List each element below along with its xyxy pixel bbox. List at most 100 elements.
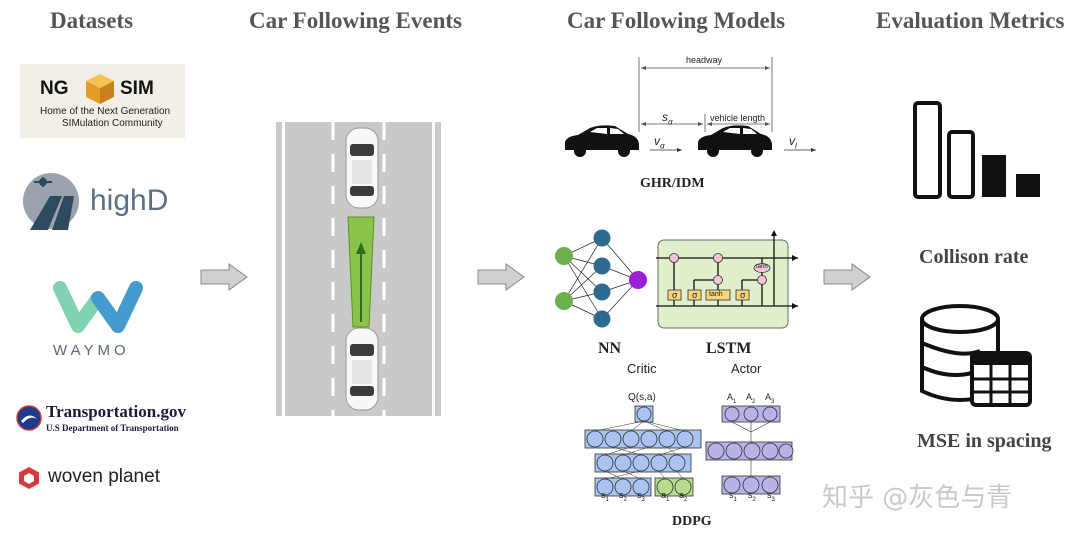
lead-car-icon <box>345 127 379 209</box>
ghr-v-sub: α <box>660 141 665 151</box>
ddpg-actor-network <box>705 405 794 495</box>
nn-input-node <box>555 292 573 310</box>
ghr-vehicle-length-label: vehicle length <box>710 113 766 123</box>
header-events: Car Following Events <box>249 8 462 33</box>
ddpg-critic-label: Critic <box>627 361 657 376</box>
ghr-idm-diagram <box>565 57 816 157</box>
ddpg-actor-output-3-sub: 3 <box>771 398 775 405</box>
nn-output-node <box>629 271 647 289</box>
ddpg-critic-input-5-sub: 2 <box>684 496 688 503</box>
ngsim-logo: NG SIM Home of the Next Generation SIMul… <box>20 64 185 138</box>
bar-chart-icon <box>913 101 1040 199</box>
follower-car-icon <box>345 327 379 411</box>
ddpg-critic-input-3: s3 <box>637 490 645 503</box>
lstm-tanh-node <box>753 263 771 273</box>
ddpg-actor-input-2-sym: s <box>748 490 753 500</box>
ddpg-actor-input-3: s3 <box>767 490 775 503</box>
woven-planet-name: woven planet <box>48 466 160 487</box>
ddpg-actor-output-3: A3 <box>765 392 774 405</box>
lstm-tanh-gate-label: tanh <box>709 291 723 298</box>
ghr-s-alpha-label: sα <box>662 110 673 126</box>
lstm-label: LSTM <box>706 340 752 357</box>
ddpg-actor-input-3-sym: s <box>767 490 772 500</box>
nn-label: NN <box>598 340 622 357</box>
ngsim-tagline-2: SIMulation Community <box>62 118 163 129</box>
waymo-icon <box>53 281 143 333</box>
ddpg-critic-input-4-sym: a <box>661 490 667 500</box>
ddpg-actor-input-1-sym: s <box>729 490 734 500</box>
lstm-sigma-3: σ <box>740 290 746 300</box>
ddpg-critic-input-1-sub: 1 <box>605 496 609 503</box>
ngsim-ng: NG <box>40 78 69 99</box>
ddpg-critic-input-3-sym: s <box>637 490 642 500</box>
arrow-datasets-to-events <box>200 263 248 291</box>
ghr-v-symbol: v <box>654 134 660 148</box>
ddpg-critic-input-5-sym: a <box>679 490 685 500</box>
ngsim-sim: SIM <box>120 78 154 99</box>
nn-input-node <box>555 247 573 265</box>
header-metrics: Evaluation Metrics <box>876 8 1065 33</box>
ddpg-critic-input-1: s1 <box>601 490 609 503</box>
ddpg-actor-output-3-sym: A <box>765 392 772 402</box>
ddpg-critic-input-2-sub: 2 <box>623 496 627 503</box>
ghr-vl-symbol: v <box>789 134 795 148</box>
ddpg-label: DDPG <box>672 514 712 529</box>
ddpg-actor-output-2: A2 <box>746 392 755 405</box>
nn-hidden-node <box>593 229 611 247</box>
ghr-vl-sub: l <box>795 141 797 151</box>
ngsim-cube-icon <box>86 74 114 104</box>
ddpg-actor-output-2-sym: A <box>746 392 753 402</box>
nn-hidden-node <box>593 310 611 328</box>
woven-planet-icon <box>19 467 39 489</box>
highd-name: highD <box>90 184 169 217</box>
ghr-s-sub: α <box>668 117 673 127</box>
metric-mse-label: MSE in spacing <box>917 430 1052 452</box>
ghr-s-symbol: s <box>662 110 668 124</box>
metric-collision-label: Collison rate <box>919 246 1029 268</box>
ddpg-critic-input-2-sym: s <box>619 490 624 500</box>
dot-seal-icon <box>16 405 42 431</box>
ddpg-critic-input-1-sym: s <box>601 490 606 500</box>
ddpg-critic-input-4-sub: 1 <box>666 496 670 503</box>
lstm-candidate-gate <box>705 289 731 301</box>
ddpg-critic-input-3-sub: 3 <box>641 496 645 503</box>
lstm-sigma-2: σ <box>692 290 698 300</box>
header-models: Car Following Models <box>567 8 786 33</box>
lstm-mult-node <box>713 275 723 285</box>
ghr-follower-car-icon <box>565 125 639 157</box>
database-table-icon <box>920 304 1032 407</box>
ddpg-actor-input-1-sub: 1 <box>733 496 737 503</box>
nn-diagram <box>555 229 647 328</box>
ddpg-critic-input-5: a2 <box>679 490 687 503</box>
ddpg-actor-output-2-sub: 2 <box>752 398 756 405</box>
lstm-output-gate <box>735 289 750 301</box>
ddpg-actor-output-1-sym: A <box>727 392 734 402</box>
ddpg-actor-label: Actor <box>731 361 762 376</box>
highd-icon <box>23 173 79 230</box>
lstm-mult-node <box>669 253 679 263</box>
ddpg-actor-input-1: s1 <box>729 490 737 503</box>
ddpg-critic-network <box>584 405 702 497</box>
lstm-tanh-node-label: tanh <box>756 264 768 270</box>
header-datasets: Datasets <box>50 8 134 33</box>
dot-subtitle: U.S Department of Transportation <box>46 423 179 433</box>
lstm-diagram <box>656 230 798 329</box>
ghr-v-alpha-label: vα <box>654 134 665 150</box>
nn-hidden-node <box>593 257 611 275</box>
ghr-v-l-label: vl <box>789 134 797 150</box>
road-scene <box>276 122 441 416</box>
ghr-idm-label: GHR/IDM <box>640 176 705 191</box>
ghr-headway-label: headway <box>686 55 723 65</box>
ddpg-actor-output-1-sub: 1 <box>733 398 737 405</box>
watermark: 知乎 @灰色与青 <box>822 483 1013 513</box>
lstm-input-gate <box>687 289 702 301</box>
dot-title: Transportation.gov <box>46 402 186 421</box>
nn-hidden-node <box>593 283 611 301</box>
ddpg-q-label: Q(s,a) <box>628 392 656 403</box>
arrow-models-to-metrics <box>823 263 871 291</box>
ddpg-actor-input-3-sub: 3 <box>771 496 775 503</box>
lstm-add-node <box>713 253 723 263</box>
ddpg-critic-input-4: a1 <box>661 490 669 503</box>
ngsim-tagline-1: Home of the Next Generation <box>40 106 171 117</box>
ghr-leader-car-icon <box>698 125 772 157</box>
